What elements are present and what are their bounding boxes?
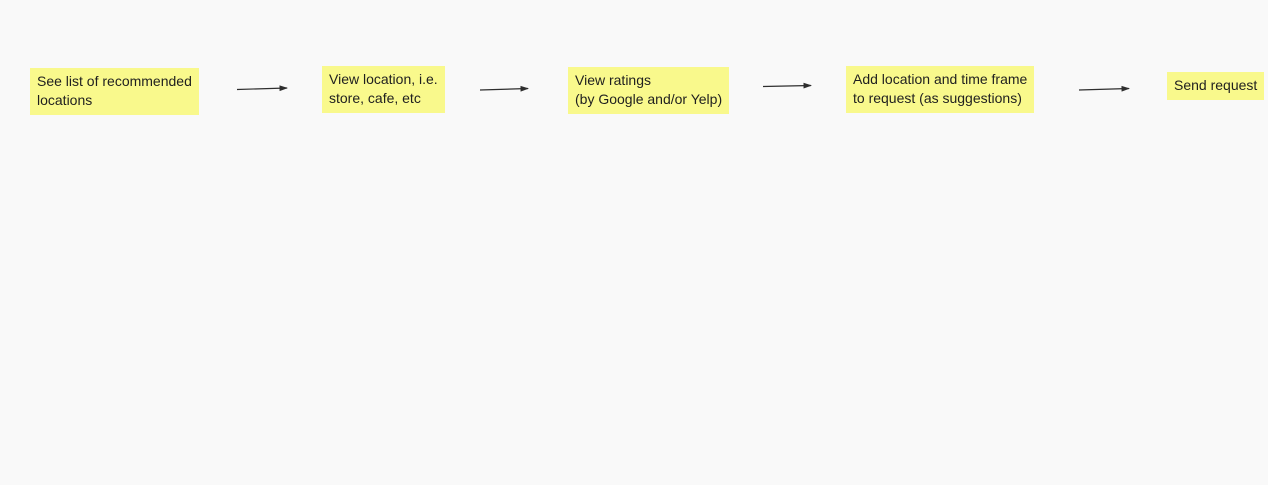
sticky-note-view-location[interactable]: View location, i.e. store, cafe, etc bbox=[322, 66, 445, 113]
note-text-line: View ratings bbox=[575, 72, 652, 88]
flow-arrow-1[interactable] bbox=[236, 85, 288, 92]
note-text-line: (by Google and/or Yelp) bbox=[575, 91, 723, 107]
sticky-note-view-ratings[interactable]: View ratings (by Google and/or Yelp) bbox=[568, 67, 730, 114]
note-text-line: Add location and time frame bbox=[853, 71, 1028, 87]
note-text-line: store, cafe, etc bbox=[329, 90, 421, 106]
sticky-note-send-request[interactable]: Send request bbox=[1167, 72, 1265, 100]
note-text-line: View location, i.e. bbox=[329, 71, 438, 87]
note-text-line: to request (as suggestions) bbox=[853, 90, 1022, 106]
note-text-line: See list of recommended bbox=[37, 73, 192, 89]
sticky-note-add-location[interactable]: Add location and time frame to request (… bbox=[846, 66, 1035, 113]
flow-arrow-4[interactable] bbox=[1078, 85, 1130, 92]
note-text-line: Send request bbox=[1174, 77, 1258, 93]
flow-arrow-3[interactable] bbox=[762, 82, 812, 89]
flow-arrow-2[interactable] bbox=[479, 85, 529, 92]
sticky-note-see-list[interactable]: See list of recommended locations bbox=[30, 68, 199, 115]
note-text-line: locations bbox=[37, 92, 93, 108]
